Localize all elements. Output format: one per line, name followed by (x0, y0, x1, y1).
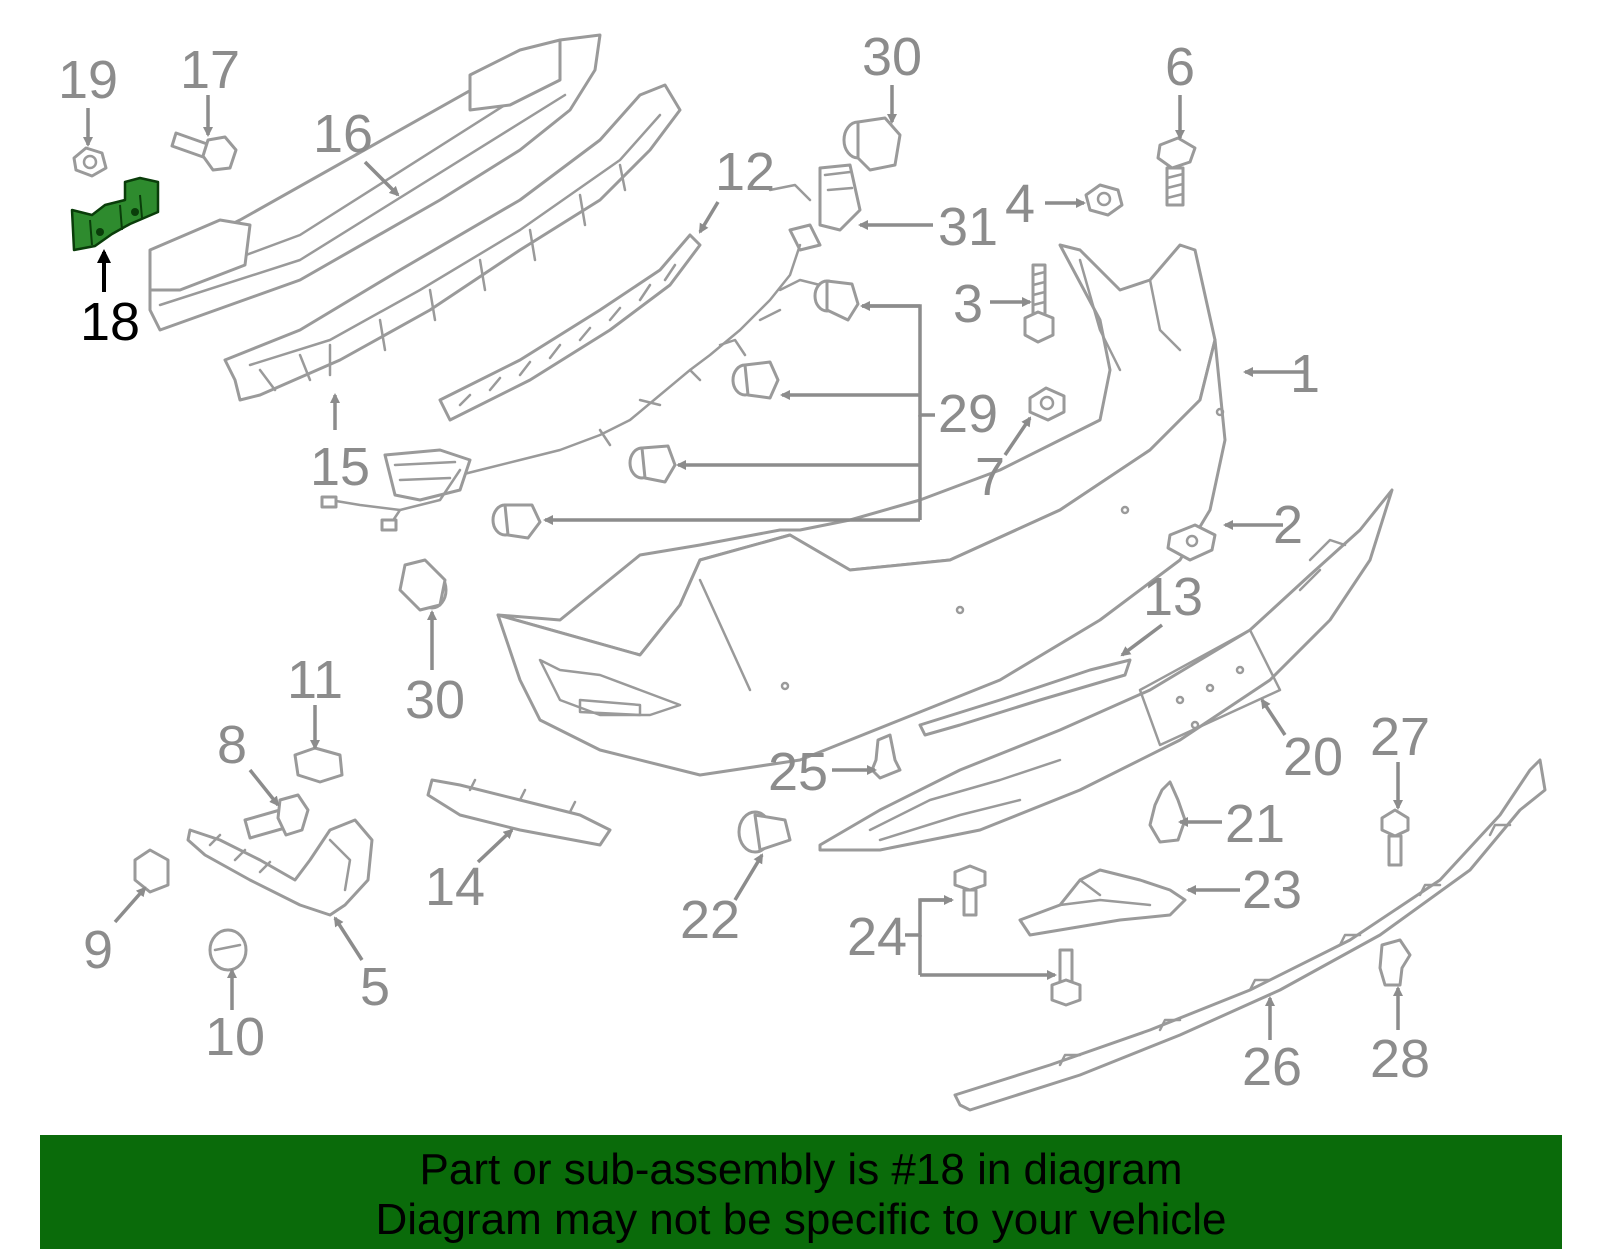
callout-26: 26 (1242, 1037, 1302, 1097)
part-27-screw (1380, 808, 1410, 867)
part-26-lower-molding (953, 758, 1547, 1112)
part-7-nut (1028, 386, 1066, 422)
callout-29: 29 (938, 384, 998, 444)
callout-22: 22 (680, 890, 740, 950)
part-25-push-pin (870, 733, 902, 780)
callout-12: 12 (715, 142, 775, 202)
callout-14: 14 (425, 857, 485, 917)
part-5-side-bracket (186, 818, 374, 917)
part-6-bolt (1156, 136, 1197, 207)
part-11-clip (293, 746, 344, 784)
callout-30-lower: 30 (405, 670, 465, 730)
callout-2: 2 (1273, 495, 1303, 555)
callout-25: 25 (768, 742, 828, 802)
callout-23: 23 (1242, 860, 1302, 920)
part-14-reflector (426, 778, 612, 847)
callout-7: 7 (975, 447, 1005, 507)
callout-30-top: 30 (862, 27, 922, 87)
banner-line-1: Part or sub-assembly is #18 in diagram (419, 1145, 1183, 1194)
part-20-lower-valance (818, 488, 1394, 852)
leader-lines (83, 85, 1403, 1040)
callout-labels: 19 17 16 18 15 12 30 31 29 30 6 4 3 1 7 … (58, 27, 1430, 1097)
callout-1: 1 (1290, 344, 1320, 404)
part-29-parking-sensors (491, 279, 860, 540)
banner-line-2: Diagram may not be specific to your vehi… (375, 1195, 1227, 1244)
part-21-retainer (1148, 780, 1187, 844)
part-31-wiring-harness (320, 163, 862, 532)
callout-19: 19 (58, 50, 118, 110)
callout-18: 18 (80, 292, 140, 352)
part-15-energy-absorber (223, 83, 682, 402)
part-12-bracket-rail (438, 233, 702, 422)
callout-8: 8 (217, 715, 247, 775)
callout-28: 28 (1370, 1029, 1430, 1089)
callout-5: 5 (360, 957, 390, 1017)
part-30-sensor-lower (398, 558, 448, 612)
callout-16: 16 (313, 104, 373, 164)
callout-15: 15 (310, 437, 370, 497)
callout-17: 17 (180, 40, 240, 100)
callout-27: 27 (1370, 707, 1430, 767)
part-8-bolt (243, 793, 310, 840)
callout-20: 20 (1283, 727, 1343, 787)
callout-31: 31 (938, 197, 998, 257)
part-19-nut (72, 146, 108, 178)
part-22-grommet (737, 810, 792, 854)
part-3-stud (1023, 263, 1055, 344)
part-16-reinforcement-beam (148, 33, 602, 332)
callout-11: 11 (287, 650, 343, 710)
part-17-bolt (170, 131, 238, 172)
callout-10: 10 (205, 1007, 265, 1067)
part-23-bracket (1018, 868, 1187, 937)
part-13-trim-strip (918, 658, 1132, 737)
part-28-clip (1378, 938, 1412, 987)
callout-4: 4 (1005, 174, 1035, 234)
info-banner: Part or sub-assembly is #18 in diagram D… (40, 1135, 1562, 1249)
part-9-clip (133, 848, 170, 894)
callout-9: 9 (83, 920, 113, 980)
callout-21: 21 (1225, 794, 1285, 854)
part-1-bumper-cover (496, 243, 1227, 777)
part-2-clip (1166, 523, 1217, 562)
callout-3: 3 (953, 274, 983, 334)
callout-6: 6 (1165, 37, 1195, 97)
part-30-sensor-top (842, 116, 902, 172)
part-18-bracket-highlighted (70, 176, 160, 252)
part-24-bolts (953, 864, 1082, 1007)
callout-13: 13 (1143, 567, 1203, 627)
part-10-grommet (208, 928, 248, 972)
callout-24: 24 (847, 907, 907, 967)
part-4-nut (1084, 183, 1124, 217)
